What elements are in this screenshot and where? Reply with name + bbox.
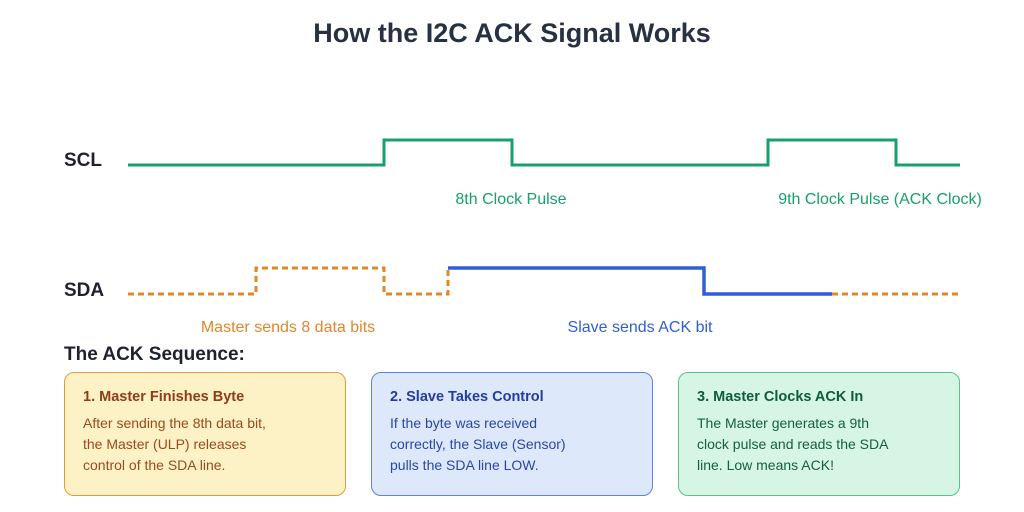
sda-slave-ack-waveform — [448, 266, 832, 296]
sda-label: SDA — [64, 280, 104, 301]
step-description: After sending the 8th data bit, the Mast… — [83, 415, 266, 473]
slave-ack-bit-label: Slave sends ACK bit — [568, 319, 714, 336]
master-data-bits-label: Master sends 8 data bits — [201, 319, 375, 336]
step-description: The Master generates a 9th clock pulse a… — [697, 415, 888, 473]
diagram-title: How the I2C ACK Signal Works — [313, 18, 711, 48]
step-card-slave-takes-control: 2. Slave Takes Control If the byte was r… — [371, 372, 653, 496]
step-card-master-finishes: 1. Master Finishes Byte After sending th… — [64, 372, 346, 496]
step-title: 3. Master Clocks ACK In — [697, 389, 864, 405]
scl-label: SCL — [64, 150, 102, 171]
timing-diagram: SCL 8th Clock Pulse 9th Clock Pulse (ACK… — [64, 138, 982, 336]
8th-clock-pulse-label: 8th Clock Pulse — [455, 191, 566, 208]
sequence-heading: The ACK Sequence: — [64, 344, 245, 365]
9th-clock-pulse-label: 9th Clock Pulse (ACK Clock) — [778, 191, 982, 208]
step-title: 1. Master Finishes Byte — [83, 389, 245, 405]
sda-master-waveform — [128, 266, 450, 296]
step-card-master-clocks-ack: 3. Master Clocks ACK In The Master gener… — [678, 372, 960, 496]
step-title: 2. Slave Takes Control — [390, 389, 544, 405]
step-description: If the byte was received correctly, the … — [390, 415, 566, 473]
scl-waveform — [128, 138, 960, 167]
